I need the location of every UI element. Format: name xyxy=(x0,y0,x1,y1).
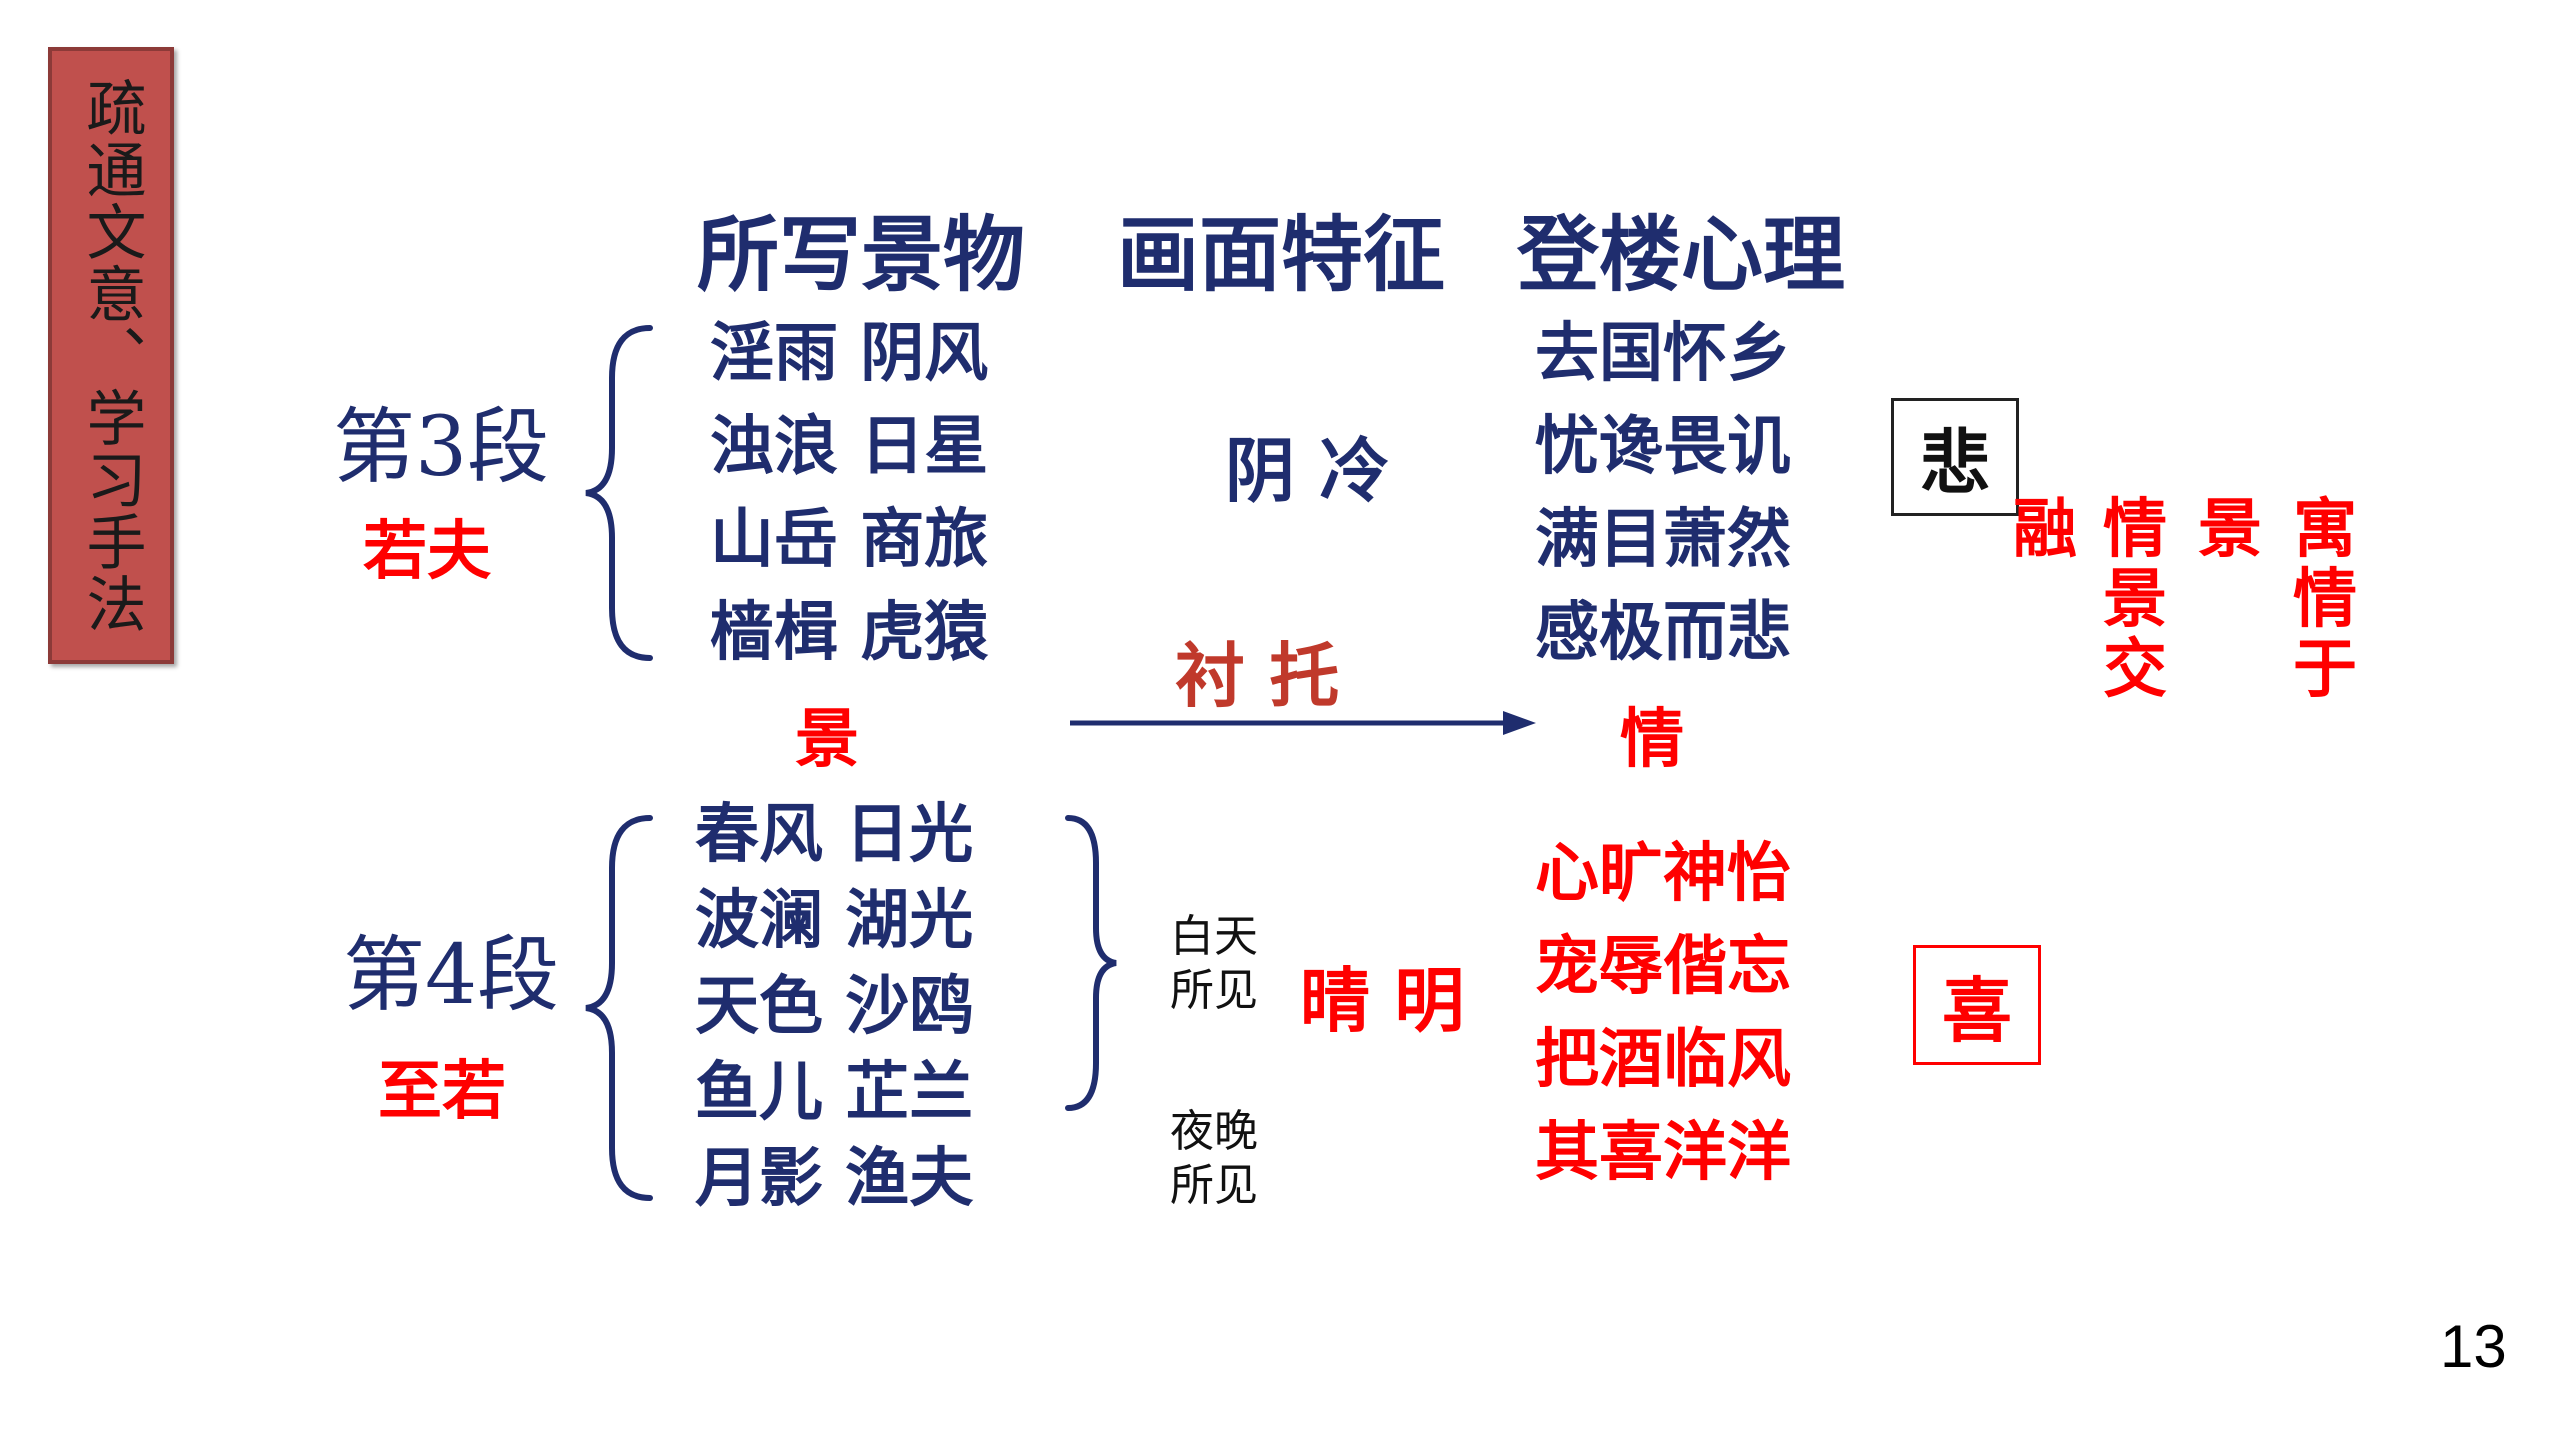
technique-yu: 景 xyxy=(2198,492,2262,567)
section3-label: 第3段 xyxy=(333,400,550,495)
section4-scenery-line: 春风 日光 xyxy=(695,797,974,872)
technique-qingjing-char: 交 xyxy=(2103,632,2167,707)
night-seen-line: 所见 xyxy=(1170,1160,1258,1211)
section4-scenery-line: 波澜 湖光 xyxy=(695,883,974,958)
section4-feature: 晴 明 xyxy=(1300,959,1465,1042)
technique-jingqing-char: 寓 xyxy=(2293,492,2357,567)
section4-emotion-box: 喜 xyxy=(1913,945,2041,1065)
link-emotion: 情 xyxy=(1620,702,1684,777)
section3-mind-list: 去国怀乡 忧谗畏讥 满目萧然 感极而悲 xyxy=(1535,307,1791,679)
section4-mind-line: 宠辱偕忘 xyxy=(1535,929,1791,1004)
page-number: 13 xyxy=(2440,1313,2507,1380)
header-feature: 画面特征 xyxy=(1117,207,1446,303)
link-scene: 景 xyxy=(795,702,859,777)
technique-jingqing-char: 情 xyxy=(2293,562,2357,637)
section4-mind-line: 把酒临风 xyxy=(1535,1022,1791,1097)
section4-mind-line: 心旷神怡 xyxy=(1535,836,1791,911)
section3-scenery-line: 山岳 商旅 xyxy=(710,502,989,577)
section4-left-brace xyxy=(585,815,653,1201)
section3-mind-line: 忧谗畏讥 xyxy=(1535,409,1791,484)
night-seen-line: 夜晚 xyxy=(1170,1106,1258,1157)
section3-mind-line: 满目萧然 xyxy=(1535,502,1791,577)
section3-brace xyxy=(585,325,653,661)
section3-scenery-line: 淫雨 阴风 xyxy=(710,316,989,391)
link-contrast: 衬 托 xyxy=(1175,634,1340,717)
header-scenery: 所写景物 xyxy=(697,207,1026,303)
section3-scenery-list: 淫雨 阴风 浊浪 日星 山岳 商旅 樯楫 虎猿 xyxy=(710,307,988,679)
day-seen-line: 白天 xyxy=(1170,911,1258,962)
section3-mind-line: 去国怀乡 xyxy=(1535,316,1791,391)
section4-night-seen: 夜晚 所见 xyxy=(1170,1105,1258,1213)
technique-qingjing: 情 景 交 xyxy=(2100,495,2170,705)
section3-emotion-box: 悲 xyxy=(1891,398,2019,516)
section3-marker: 若夫 xyxy=(363,514,491,589)
header-mind: 登楼心理 xyxy=(1517,207,1846,303)
technique-rong: 融 xyxy=(2013,492,2077,567)
section4-mind-list: 心旷神怡 宠辱偕忘 把酒临风 其喜洋洋 xyxy=(1535,827,1791,1199)
section4-marker: 至若 xyxy=(378,1054,506,1129)
day-seen-line: 所见 xyxy=(1170,965,1258,1016)
section4-mind-line: 其喜洋洋 xyxy=(1535,1115,1791,1190)
section3-scenery-line: 樯楫 虎猿 xyxy=(710,595,989,670)
technique-jingqing-char: 于 xyxy=(2293,632,2357,707)
technique-qingjing-char: 情 xyxy=(2103,492,2167,567)
section4-scenery-line: 月影 渔夫 xyxy=(695,1141,974,1216)
technique-qingjing-char: 景 xyxy=(2103,562,2167,637)
section3-scenery-line: 浊浪 日星 xyxy=(710,409,989,484)
section4-label: 第4段 xyxy=(343,928,560,1023)
side-tag: 疏通文意、学习手法 xyxy=(48,47,174,664)
section4-scenery-list: 春风 日光 波澜 湖光 天色 沙鸥 鱼儿 芷兰 月影 渔夫 xyxy=(695,792,973,1222)
section3-feature: 阴 冷 xyxy=(1225,429,1390,512)
section3-mind-line: 感极而悲 xyxy=(1535,595,1791,670)
section4-scenery-line: 鱼儿 芷兰 xyxy=(695,1055,974,1130)
section4-day-seen: 白天 所见 xyxy=(1170,910,1258,1018)
section4-scenery-line: 天色 沙鸥 xyxy=(695,969,974,1044)
section4-right-brace xyxy=(1065,815,1117,1111)
technique-jingqing: 寓 情 于 xyxy=(2290,495,2360,705)
side-tag-text: 疏通文意、学习手法 xyxy=(76,76,146,635)
link-arrow xyxy=(1070,711,1536,735)
